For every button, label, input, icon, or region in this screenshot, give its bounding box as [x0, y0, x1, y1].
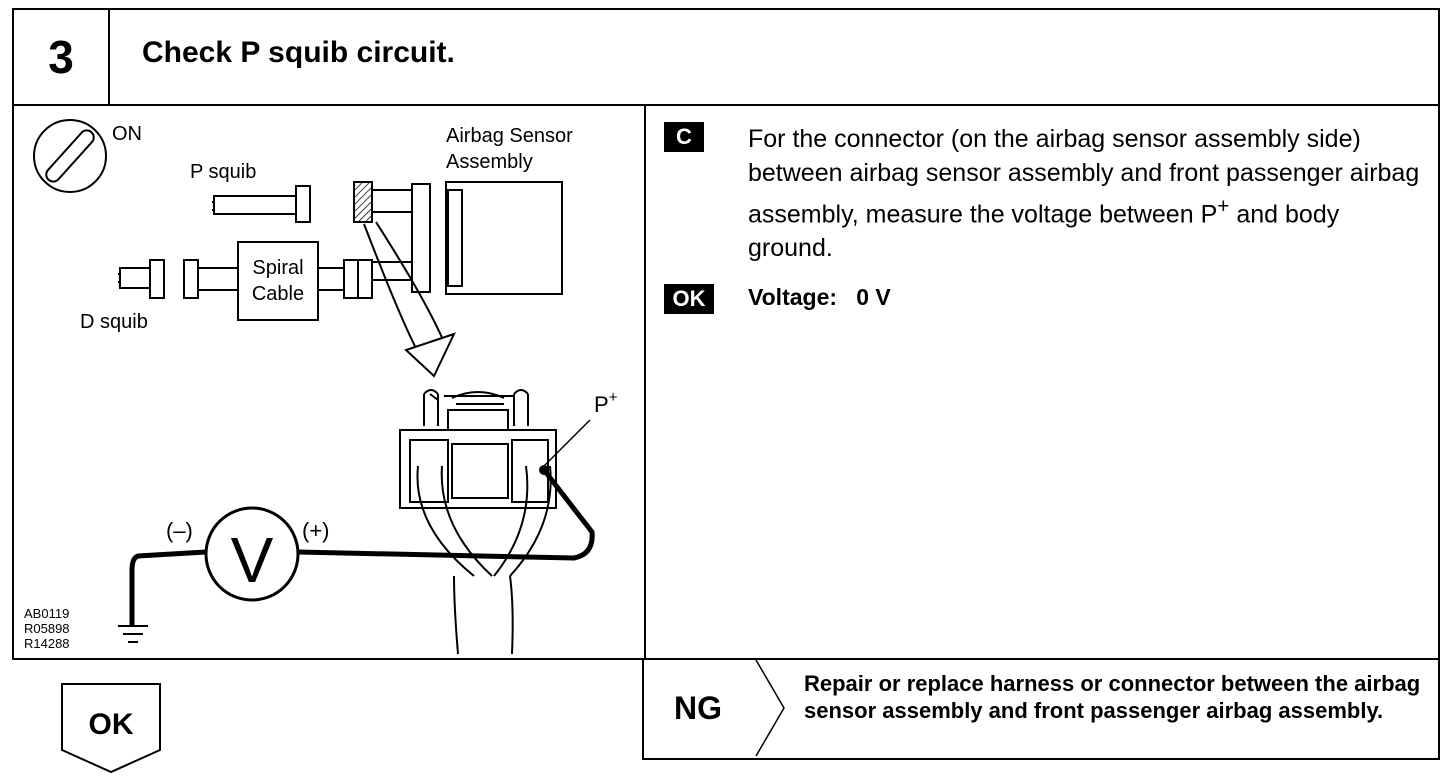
instruction-tag: C	[664, 122, 704, 152]
connector-closeup	[399, 389, 557, 509]
p-squib-label: P squib	[190, 161, 256, 183]
ignition-label: ON	[112, 123, 142, 145]
positive-lead	[297, 468, 595, 561]
sensor-label-line2: Assembly	[446, 151, 533, 173]
ref-code-2: R05898	[24, 621, 70, 636]
d-squib-label: D squib	[80, 311, 148, 333]
p-squib-connector	[212, 185, 311, 223]
voltmeter-symbol: V	[231, 524, 274, 596]
terminal-label-sup: +	[609, 389, 618, 406]
ok-outcome-arrow: OK	[61, 683, 161, 774]
step-title: Check P squib circuit.	[142, 36, 455, 69]
sensor-harness	[371, 183, 431, 293]
column-divider	[644, 106, 646, 658]
step-number: 3	[14, 10, 110, 104]
d-squib-connector	[118, 259, 239, 299]
ng-chevron-icon	[755, 660, 785, 757]
ref-code-1: AB0119	[24, 606, 69, 621]
spiral-label-line1: Spiral	[252, 257, 303, 279]
tested-connector	[353, 181, 373, 223]
spiral-cable	[237, 241, 373, 321]
harness-wires	[416, 465, 552, 655]
terminal-label-main: P	[594, 392, 609, 417]
ok-outcome-label: OK	[89, 708, 134, 741]
ok-result-value: 0 V	[856, 284, 891, 310]
sensor-label-line1: Airbag Sensor	[446, 125, 573, 147]
ng-outcome-text: Repair or replace harness or connector b…	[804, 671, 1421, 723]
negative-probe-label: (–)	[166, 518, 193, 543]
ok-result-label: Voltage:	[748, 284, 838, 310]
ng-outcome: NG Repair or replace harness or connecto…	[642, 660, 1440, 760]
ok-result: Voltage: 0 V	[748, 284, 891, 311]
instruction-text-sup: +	[1217, 195, 1230, 218]
wiring-diagram: ON P squib Airbag Sensor Assembly	[24, 119, 618, 655]
ng-outcome-label: NG	[674, 690, 722, 726]
airbag-sensor-assembly	[445, 181, 563, 295]
spiral-label-line2: Cable	[252, 283, 304, 305]
instruction-text-part1: For the connector (on the airbag sensor …	[748, 125, 1420, 229]
voltmeter-icon: V	[204, 506, 300, 602]
ref-code-3: R14288	[24, 636, 70, 651]
callout-arrow	[363, 221, 456, 378]
instruction-text: For the connector (on the airbag sensor …	[748, 122, 1428, 265]
ignition-switch-icon	[33, 119, 107, 193]
positive-probe-label: (+)	[302, 518, 330, 543]
step-header: 3 Check P squib circuit.	[12, 8, 1440, 106]
procedure-panel: ON P squib Airbag Sensor Assembly	[12, 106, 1440, 660]
instruction-text-part2: and body ground.	[748, 200, 1340, 263]
terminal-label: P+	[594, 389, 618, 417]
ok-result-tag: OK	[664, 284, 714, 314]
negative-lead	[129, 549, 207, 626]
ground-icon	[118, 625, 148, 643]
terminal-leader	[543, 419, 591, 467]
